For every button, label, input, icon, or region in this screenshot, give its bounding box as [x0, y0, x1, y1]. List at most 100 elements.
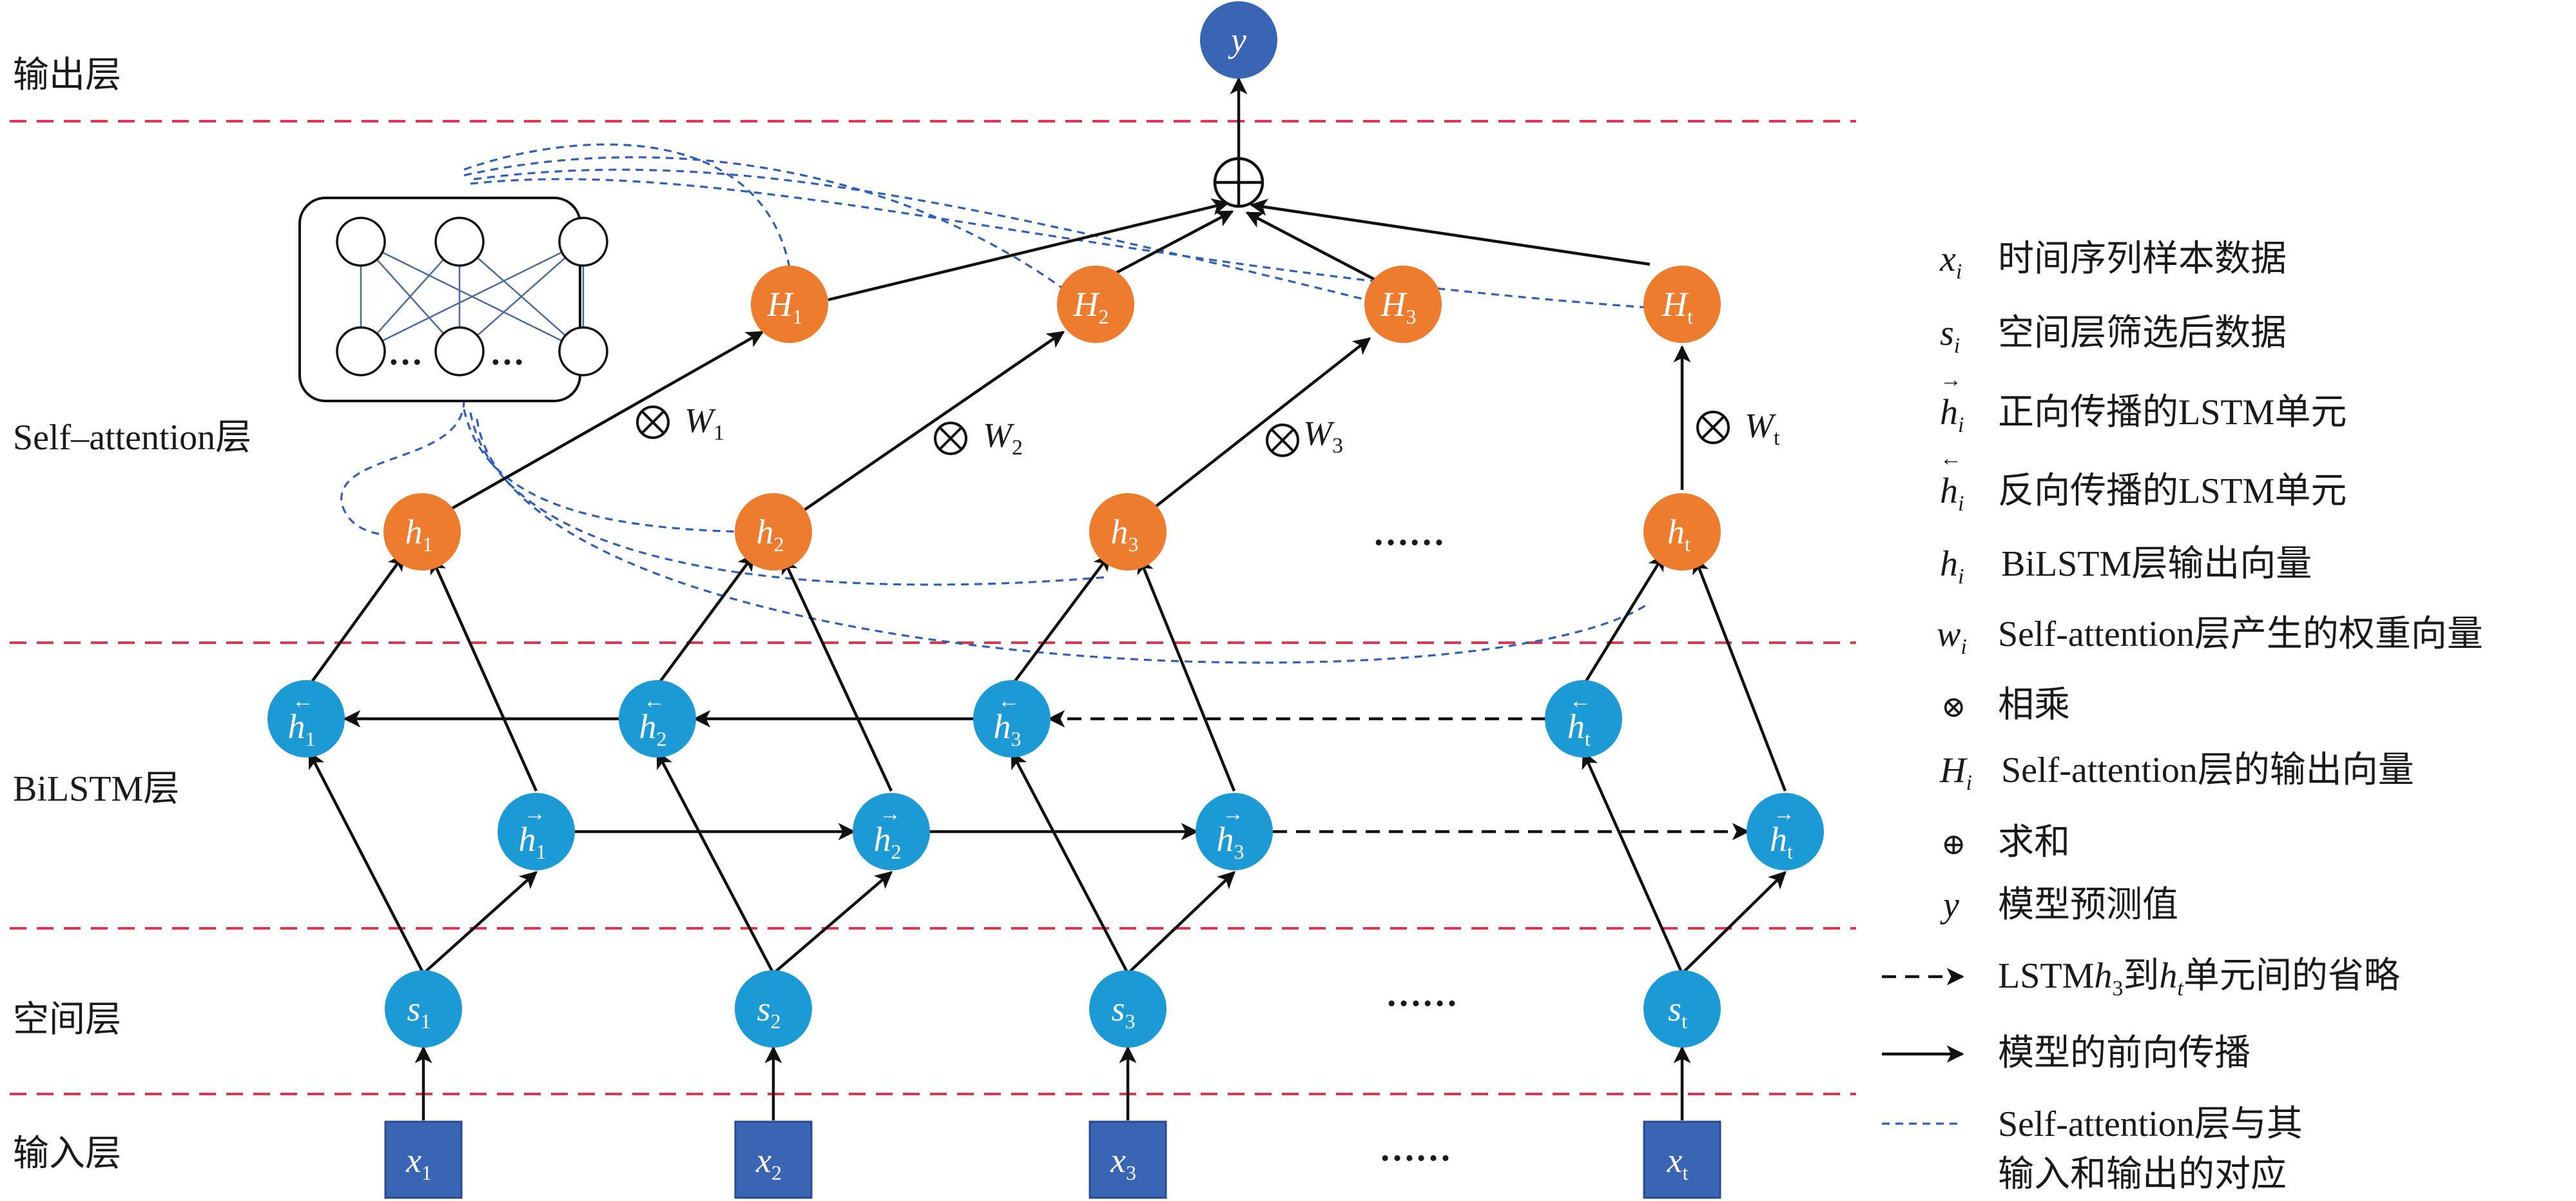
sum-node [1213, 157, 1264, 208]
forward-node-1: → h1 [498, 793, 575, 870]
h-node-1: h1 [383, 493, 461, 571]
h-node-2: h2 [735, 493, 812, 571]
legend-text: 求和 [1998, 823, 2070, 863]
svg-text:ht: ht [1770, 820, 1793, 863]
weight-label-2: W2 [934, 416, 1023, 460]
H-node-t: Ht [1643, 266, 1721, 343]
neuron [558, 217, 608, 267]
attention-ellipsis: …… [1373, 513, 1445, 553]
attention-link [469, 412, 1109, 586]
H-node-3: H3 [1364, 266, 1442, 343]
input-box-3: x3 [1089, 1120, 1167, 1199]
H-node-2: H2 [1057, 266, 1134, 343]
sum-icon: ⊕ [1941, 828, 1966, 861]
layer-label-output: 输出层 [13, 55, 121, 95]
forward-arrow-icon: → [1940, 368, 1962, 392]
svg-text:st: st [1668, 990, 1687, 1033]
neuron [558, 326, 608, 376]
spatial-node-2: s2 [735, 970, 812, 1048]
svg-text:hi: hi [1940, 471, 1964, 516]
svg-text:h1: h1 [519, 820, 547, 863]
spatial-nodes: s1 s2 s3 st …… [385, 970, 1721, 1048]
weight-labels: W1 W2 W3 Wt [636, 401, 1780, 460]
legend-item-multiply: ⊗ 相乘 [1941, 685, 2070, 725]
legend-item-h-backward: ← hi 反向传播的LSTM单元 [1940, 447, 2347, 516]
layer-label-bilstm: BiLSTM层 [13, 769, 179, 809]
input-box-2: x2 [734, 1120, 813, 1199]
forward-arrow-icon: → [879, 802, 901, 826]
svg-text:s1: s1 [407, 990, 431, 1033]
legend-item-x: xi 时间序列样本数据 [1939, 239, 2287, 284]
svg-text:hi: hi [1940, 393, 1964, 437]
forward-lstm-nodes: → h1 → h2 → h3 → ht [498, 793, 1824, 870]
attention-output-nodes: H1 H2 H3 Ht [751, 266, 1721, 343]
neuron-ellipsis: … [388, 333, 423, 372]
H-node-1: H1 [751, 266, 828, 343]
svg-text:s3: s3 [1111, 990, 1135, 1033]
svg-text:h2: h2 [874, 820, 902, 863]
legend-item-attention-link: Self-attention层与其 输入和输出的对应 [1882, 1104, 2303, 1195]
svg-text:h3: h3 [1111, 513, 1139, 556]
svg-text:Ht: Ht [1661, 285, 1693, 328]
layer-label-self-attention: Self–attention层 [13, 418, 251, 458]
svg-text:ht: ht [1667, 513, 1690, 556]
legend-text-2: 输入和输出的对应 [1998, 1155, 2287, 1195]
legend-item-h: hi BiLSTM层输出向量 [1940, 544, 2312, 589]
neuron [336, 217, 386, 267]
legend-text: Self-attention层的输出向量 [2001, 750, 2414, 790]
self-attention-block: … … [298, 197, 608, 402]
weight-label-1: W1 [636, 401, 724, 445]
legend-text: 正向传播的LSTM单元 [1998, 393, 2347, 433]
attention-link [463, 143, 791, 268]
lstm-to-h-arrows [308, 552, 1787, 792]
svg-text:Hi: Hi [1939, 750, 1972, 795]
input-box-t: xt [1643, 1120, 1721, 1199]
svg-text:W2: W2 [983, 416, 1023, 460]
legend-text: 模型的前向传播 [1998, 1033, 2251, 1073]
backward-node-3: ← h3 [973, 680, 1051, 757]
output-node-y: y [1200, 1, 1277, 79]
legend-item-H: Hi Self-attention层的输出向量 [1939, 750, 2414, 795]
spatial-node-t: st [1643, 970, 1721, 1048]
attention-link [476, 418, 1651, 664]
backward-arrow-icon: ← [1569, 689, 1591, 713]
svg-text:wi: wi [1937, 614, 1967, 659]
weight-label-3: W3 [1266, 414, 1343, 458]
backward-arrow-icon: ← [643, 689, 665, 713]
layer-labels: 输出层 Self–attention层 BiLSTM层 空间层 输入层 [13, 55, 251, 1174]
svg-text:h2: h2 [757, 513, 784, 556]
svg-text:h1: h1 [405, 513, 433, 556]
forward-node-3: → h3 [1196, 793, 1273, 870]
legend-item-h-forward: → hi 正向传播的LSTM单元 [1940, 368, 2347, 437]
legend-text: 时间序列样本数据 [1998, 239, 2287, 279]
legend-item-dashed-arrow: LSTMh3到ht单元间的省略 [1882, 956, 2400, 1001]
legend-text: BiLSTM层输出向量 [2001, 544, 2312, 584]
layer-separators [10, 120, 1856, 1095]
neuron [434, 326, 485, 376]
legend-text: Self-attention层产生的权重向量 [1998, 614, 2483, 654]
svg-text:Wt: Wt [1745, 406, 1780, 450]
input-box-1: x1 [384, 1120, 463, 1199]
legend-text: LSTMh3到ht单元间的省略 [1998, 956, 2400, 1001]
layer-label-input: 输入层 [13, 1134, 121, 1174]
svg-text:x1: x1 [405, 1141, 432, 1184]
legend-item-w: wi Self-attention层产生的权重向量 [1937, 614, 2483, 659]
forward-node-t: → ht [1747, 793, 1824, 870]
backward-node-2: ← h2 [619, 680, 696, 757]
h-node-3: h3 [1089, 493, 1167, 571]
H-to-sum-arrows [828, 198, 1651, 302]
svg-text:h2: h2 [639, 707, 667, 750]
neuron-ellipsis: … [490, 333, 525, 372]
forward-node-2: → h2 [853, 793, 930, 870]
svg-text:h3: h3 [994, 707, 1022, 750]
legend-text: 相乘 [1998, 685, 2070, 725]
svg-text:H1: H1 [767, 285, 803, 328]
spatial-ellipsis: …… [1386, 974, 1458, 1014]
multiply-icon: ⊗ [1941, 690, 1966, 723]
attention-link [463, 156, 1083, 304]
backward-arrow-icon: ← [1940, 447, 1962, 471]
forward-arrow-icon: → [1773, 802, 1795, 826]
legend-item-sum: ⊕ 求和 [1941, 823, 2070, 863]
h-to-H-arrows [443, 331, 1691, 517]
